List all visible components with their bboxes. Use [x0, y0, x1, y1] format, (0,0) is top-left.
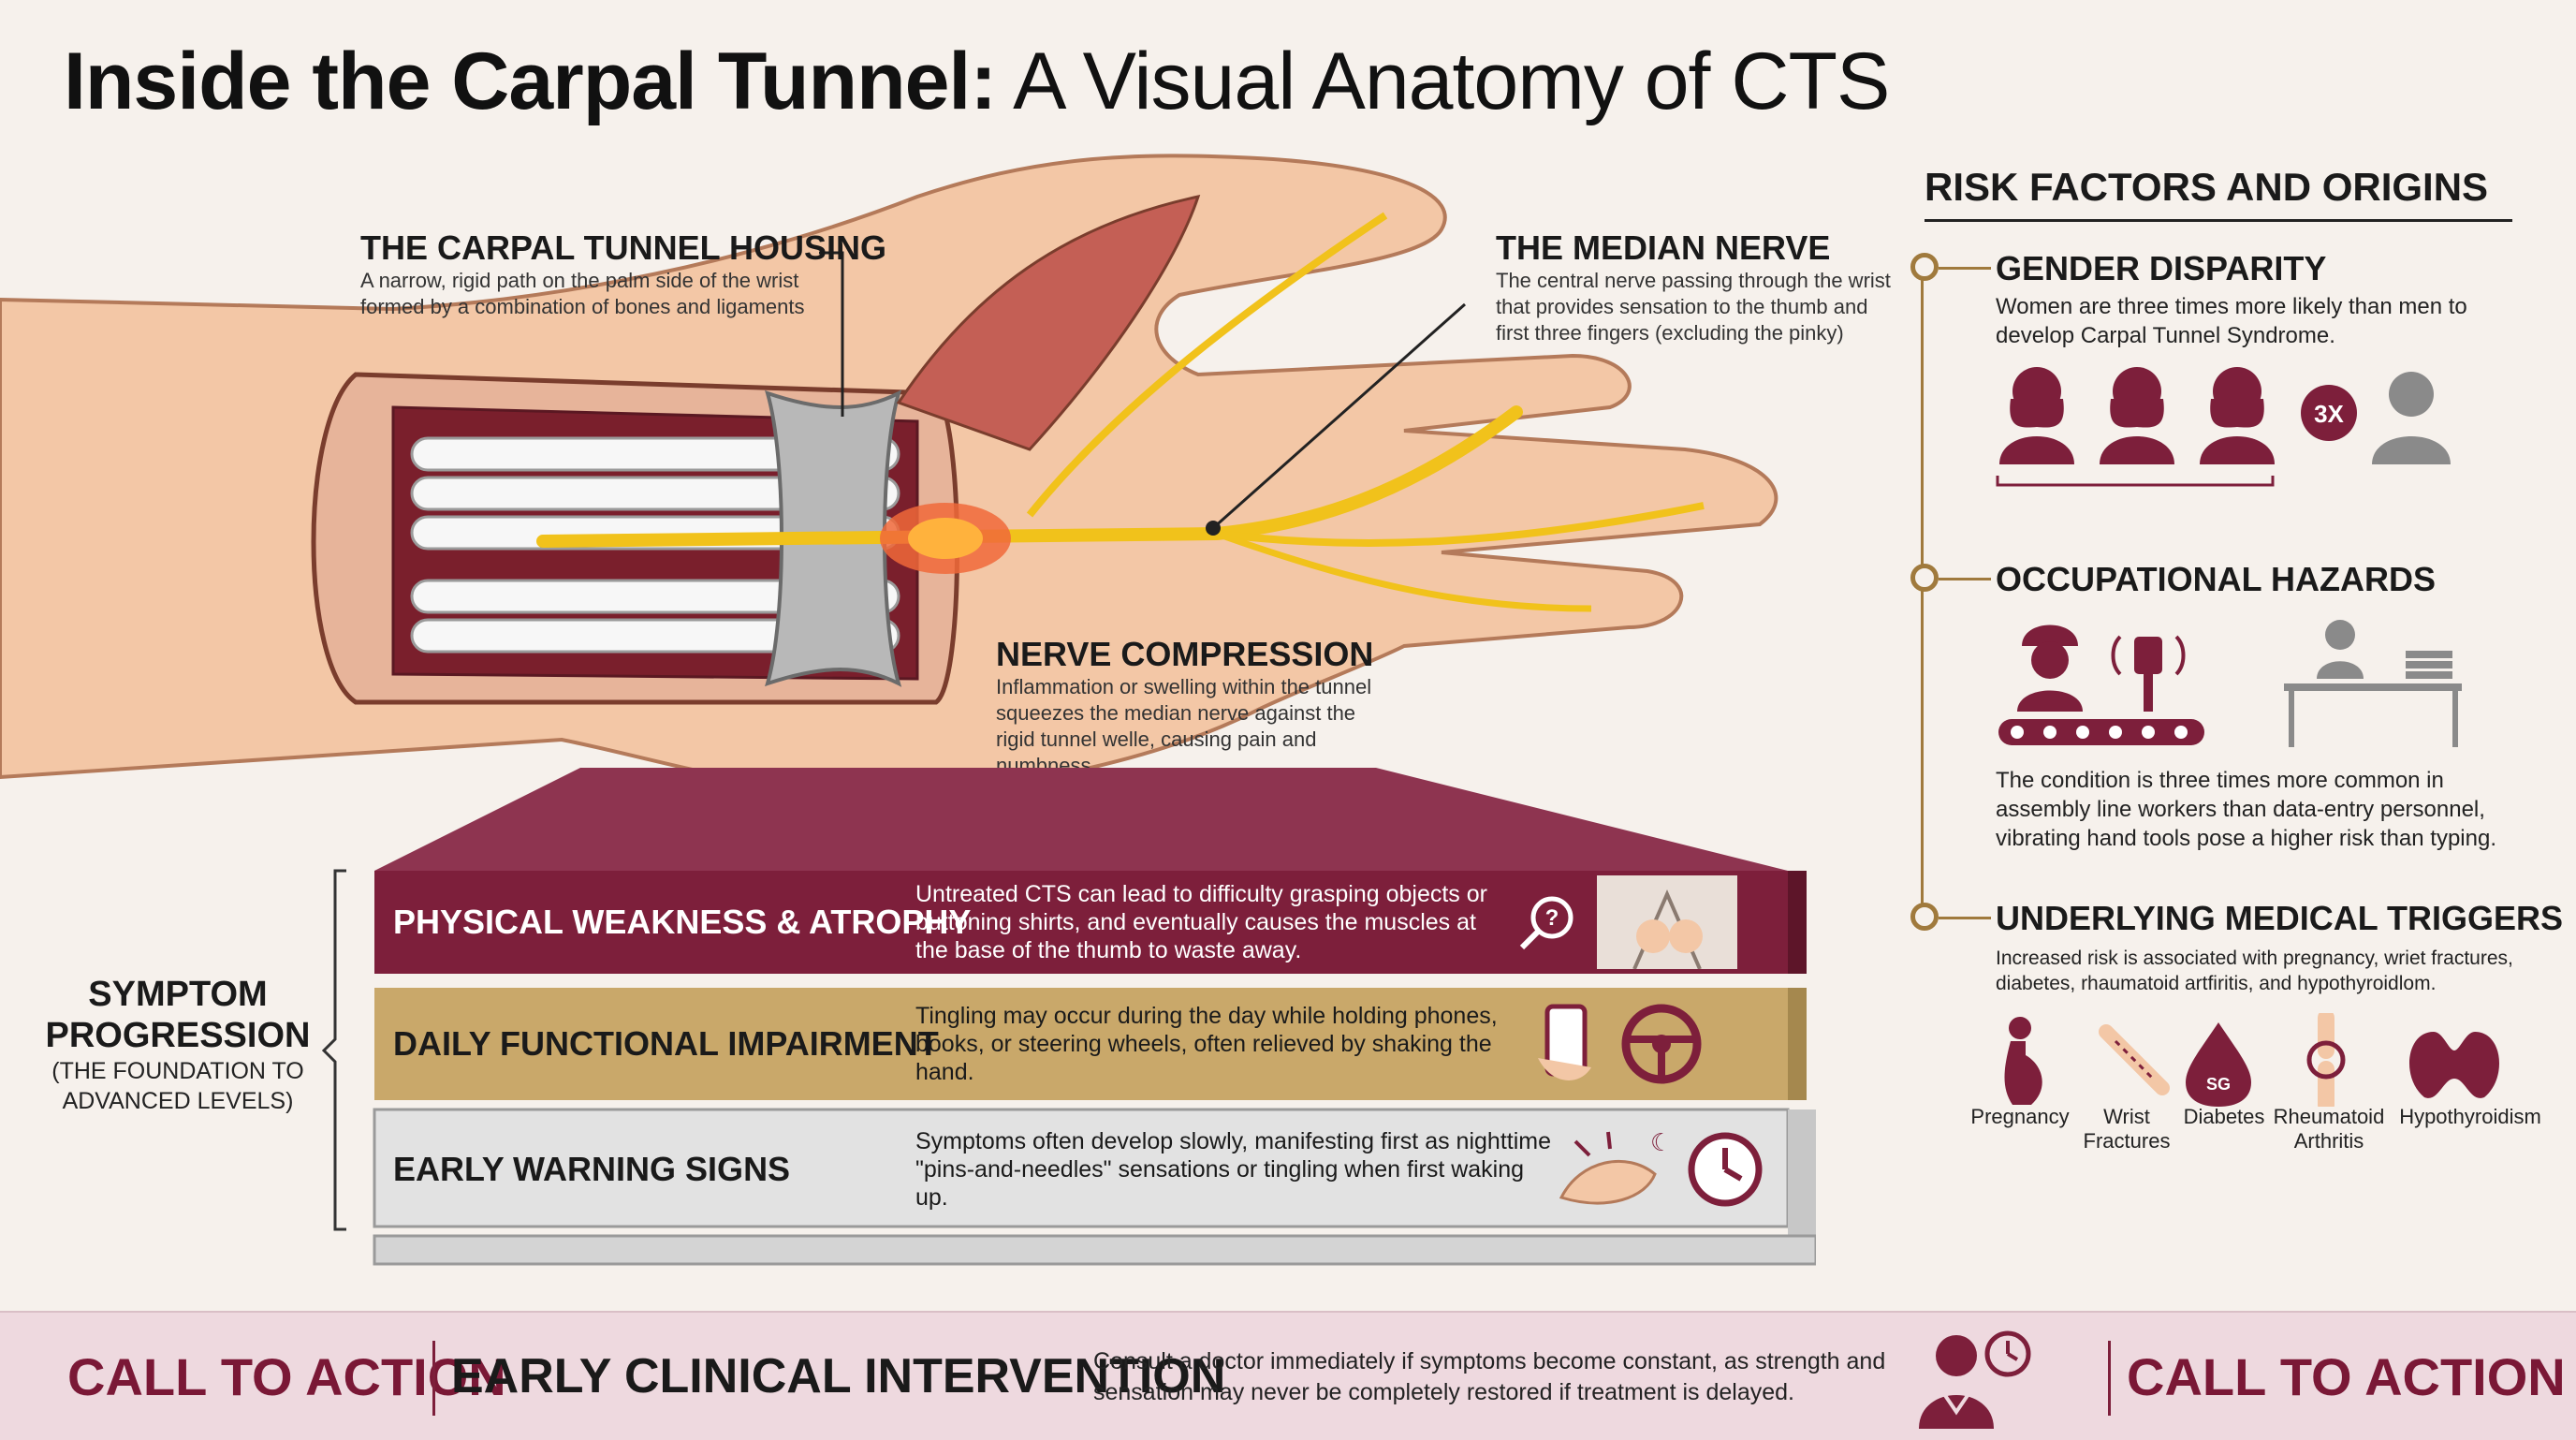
housing-text: A narrow, rigid path on the palm side of…	[360, 269, 805, 318]
symptom-progression-sub: (THE FOUNDATION TO ADVANCED LEVELS)	[51, 1058, 304, 1114]
data-entry-icon	[2284, 620, 2462, 747]
gender-ratio-graphic	[1996, 367, 2451, 487]
symptom-bracket	[321, 869, 346, 1231]
thyroid-icon	[2408, 1032, 2500, 1098]
tier-daily-impairment: DAILY FUNCTIONAL IMPAIRMENT Tingling may…	[393, 991, 1788, 1097]
pregnancy-label: Pregnancy	[1970, 1105, 2070, 1128]
svg-text:?: ?	[1545, 905, 1559, 931]
wrist-fracture-icon	[2099, 1024, 2170, 1095]
pyramid-base	[373, 768, 1816, 1266]
diabetes-label: Diabetes	[2183, 1105, 2265, 1128]
timeline-connector-medical	[1939, 917, 1991, 919]
call-to-action-bar	[0, 1311, 2576, 1440]
median-nerve-text: The central nerve passing through the wr…	[1496, 269, 1891, 345]
phone-in-hand-icon	[1538, 1004, 1591, 1080]
cta-right-label: CALL TO ACTION	[2127, 1347, 2566, 1406]
compression-text: Inflammation or swelling within the tunn…	[996, 675, 1372, 777]
ratio-badge: 3X	[2314, 400, 2344, 428]
risk-heading-rule	[1925, 219, 2512, 222]
gender-text: Women are three times more likely than m…	[1996, 294, 2467, 348]
tier-daily-impairment-text: Tingling may occur during the day while …	[915, 1003, 1498, 1085]
housing-heading: THE CARPAL TUNNEL HOUSING	[360, 228, 887, 267]
timeline-connector-gender	[1939, 267, 1991, 270]
gender-heading: GENDER DISPARITY	[1996, 249, 2327, 287]
symptom-progression-label: SYMPTOM PROGRESSION	[45, 975, 311, 1055]
woman-icon-2	[2100, 367, 2174, 464]
woman-icon-1	[1999, 367, 2074, 464]
magnifier-question-icon: ?	[1519, 896, 1573, 950]
svg-text:☾: ☾	[1650, 1129, 1672, 1157]
tier-physical-weakness-label: PHYSICAL WEAKNESS & ATROPHY	[393, 903, 972, 941]
wrist-fractures-label: Wrist Fractures	[2083, 1105, 2171, 1153]
timeline-dot-gender	[1910, 253, 1939, 281]
woman-icon-3	[2200, 367, 2275, 464]
timeline-dot-occupational	[1910, 564, 1939, 592]
man-icon	[2372, 372, 2451, 464]
clock-icon	[1688, 1132, 1763, 1206]
diabetes-icon	[2186, 1022, 2251, 1107]
risk-timeline-line	[1921, 266, 1924, 921]
tier-physical-weakness: PHYSICAL WEAKNESS & ATROPHY Untreated CT…	[393, 871, 1788, 974]
cta-early-intervention: EARLY CLINICAL INTERVENTION	[451, 1349, 1226, 1403]
medical-icons	[2004, 1013, 2500, 1107]
tier-daily-impairment-label: DAILY FUNCTIONAL IMPAIRMENT	[393, 1024, 939, 1063]
diabetes-badge: SG	[2205, 1075, 2231, 1094]
cta-left-label: CALL TO ACTION	[67, 1347, 506, 1406]
wrist-anatomy-illustration	[0, 154, 1778, 799]
risk-factors-heading: RISK FACTORS AND ORIGINS	[1925, 165, 2489, 209]
cta-divider-right	[2108, 1341, 2111, 1416]
occupational-graphic	[1998, 620, 2462, 747]
hypothyroidism-label: Hypothyroidism	[2399, 1105, 2541, 1128]
timeline-dot-medical	[1910, 903, 1939, 931]
steering-wheel-icon	[1621, 1004, 1702, 1084]
median-nerve-heading: THE MEDIAN NERVE	[1496, 228, 1831, 267]
rheumatoid-arthritis-label: Rheumatoid Arthritis	[2273, 1105, 2385, 1153]
tier-physical-weakness-text: Untreated CTS can lead to difficulty gra…	[915, 881, 1487, 963]
medical-heading: UNDERLYING MEDICAL TRIGGERS	[1996, 899, 2564, 937]
compression-heading: NERVE COMPRESSION	[996, 635, 1374, 673]
page-title: Inside the Carpal Tunnel: A Visual Anato…	[64, 37, 1890, 126]
tier-early-warning: EARLY WARNING SIGNS Symptoms often devel…	[393, 1110, 1788, 1227]
tingling-hand-icon: ☾	[1559, 1129, 1672, 1204]
tier-early-warning-label: EARLY WARNING SIGNS	[393, 1149, 791, 1188]
tier-early-warning-text: Symptoms often develop slowly, manifesti…	[915, 1127, 1551, 1211]
rheumatoid-arthritis-icon	[2306, 1013, 2346, 1107]
buttoning-shirt-icon	[1597, 875, 1737, 969]
occupational-text: The condition is three times more common…	[1996, 768, 2496, 851]
doctor-clock-icon	[1919, 1330, 2031, 1429]
medical-text: Increased risk is associated with pregna…	[1996, 948, 2513, 994]
cta-text: Consult a doctor immediately if symptoms…	[1093, 1348, 1886, 1405]
timeline-connector-occupational	[1939, 578, 1991, 580]
occupational-heading: OCCUPATIONAL HAZARDS	[1996, 560, 2436, 598]
cta-divider-left	[432, 1341, 435, 1416]
assembly-worker-icon	[1998, 624, 2204, 745]
pregnancy-icon	[2004, 1017, 2042, 1105]
